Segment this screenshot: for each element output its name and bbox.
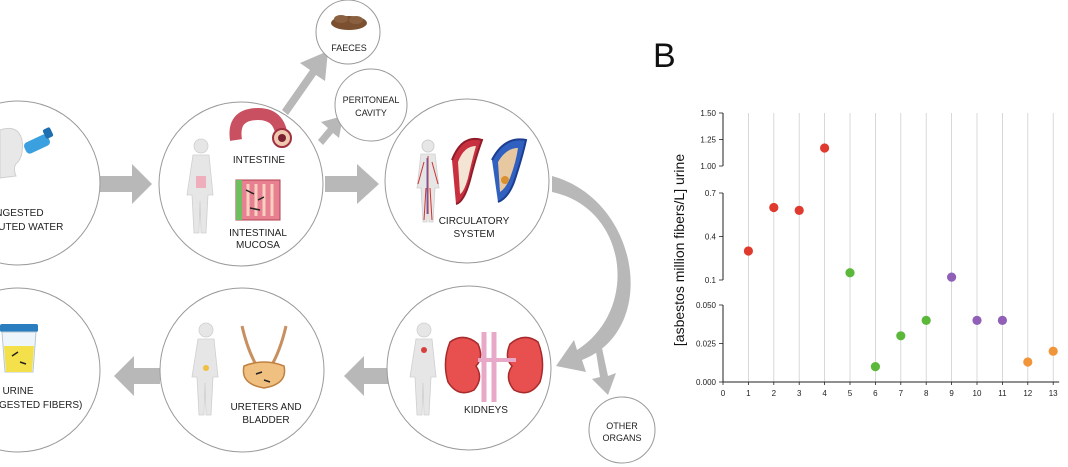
y-tick-label: 0.025 bbox=[696, 340, 717, 349]
data-point bbox=[820, 143, 830, 153]
x-tick-label: 0 bbox=[721, 389, 726, 398]
arrow-circulatory-to-kidneys bbox=[552, 176, 631, 372]
y-tick-label: 1.50 bbox=[700, 109, 716, 118]
x-tick-label: 11 bbox=[998, 389, 1007, 398]
data-point bbox=[947, 272, 957, 282]
x-tick-label: 3 bbox=[797, 389, 802, 398]
arrow-ureters-to-urine bbox=[114, 356, 160, 396]
y-tick-label: 1.25 bbox=[700, 136, 716, 145]
chart-axes bbox=[719, 112, 1060, 385]
arrow-intestine-to-peritoneal bbox=[318, 116, 343, 145]
human-body-icon bbox=[409, 322, 437, 416]
data-point bbox=[845, 268, 855, 278]
node-other-organs-circle bbox=[588, 396, 656, 464]
data-point bbox=[794, 205, 804, 215]
kidneys-label: KIDNEYS bbox=[464, 405, 508, 416]
arrow-ingested-to-intestine bbox=[100, 164, 152, 204]
chart-gridlines bbox=[748, 113, 1054, 382]
other-organs-label-line1: OTHER bbox=[606, 421, 638, 431]
circulatory-label-line1: CIRCULATORY bbox=[439, 216, 510, 227]
arrow-kidneys-to-ureters bbox=[344, 356, 388, 396]
faeces-label: FAECES bbox=[331, 43, 367, 53]
flow-arrows bbox=[100, 51, 631, 396]
arrow-intestine-to-circulatory bbox=[325, 164, 379, 204]
x-tick-label: 9 bbox=[949, 389, 954, 398]
peritoneal-label-line2: CAVITY bbox=[355, 108, 387, 118]
ureters-label-line1: URETERS AND bbox=[230, 402, 301, 413]
y-tick-label: 0.050 bbox=[696, 301, 717, 310]
x-tick-label: 1 bbox=[746, 389, 751, 398]
bladder-icon bbox=[240, 325, 288, 389]
data-point bbox=[769, 202, 779, 213]
urine-label-line1: URINE bbox=[2, 386, 33, 397]
data-point bbox=[997, 315, 1008, 325]
intestinal-mucosa-icon bbox=[235, 179, 281, 221]
x-tick-label: 4 bbox=[822, 389, 827, 398]
x-tick-label: 13 bbox=[1049, 389, 1058, 398]
peritoneal-label-line1: PERITONEAL bbox=[343, 95, 400, 105]
data-point bbox=[972, 315, 982, 325]
blood-vessel-icon bbox=[451, 138, 528, 205]
intestine-icon bbox=[229, 107, 292, 148]
x-tick-label: 8 bbox=[924, 389, 929, 398]
arrow-to-other-organs bbox=[592, 348, 616, 395]
intestinal-mucosa-label-line1: INTESTINAL bbox=[229, 228, 287, 239]
x-tick-label: 6 bbox=[873, 389, 878, 398]
flow-diagram: INGESTED POLLUTED WATER INTESTINE INTEST… bbox=[0, 0, 656, 464]
drinking-person-icon bbox=[0, 127, 54, 179]
human-body-icon bbox=[191, 322, 219, 416]
x-tick-label: 7 bbox=[899, 389, 904, 398]
data-point bbox=[1048, 346, 1058, 356]
data-point bbox=[743, 246, 754, 256]
node-ureters-circle bbox=[159, 287, 325, 453]
data-point bbox=[896, 331, 906, 341]
y-axis-label: [asbestos million fibers/L] urine bbox=[671, 154, 687, 346]
kidney-icon bbox=[444, 332, 544, 402]
data-point bbox=[921, 315, 931, 325]
x-tick-label: 10 bbox=[973, 389, 982, 398]
x-tick-label: 2 bbox=[772, 389, 777, 398]
y-tick-label: 1.00 bbox=[700, 162, 716, 171]
x-tick-label: 12 bbox=[1023, 389, 1032, 398]
y-tick-label: 0.1 bbox=[705, 276, 717, 285]
ingested-label-line2: POLLUTED WATER bbox=[0, 222, 63, 233]
y-tick-label: 0.000 bbox=[696, 378, 717, 387]
urine-cup-icon bbox=[0, 324, 38, 373]
ureters-label-line2: BLADDER bbox=[242, 415, 289, 426]
y-tick-label: 0.7 bbox=[705, 189, 717, 198]
node-ingested-circle bbox=[0, 100, 101, 266]
panel-label: B bbox=[653, 37, 676, 75]
intestinal-mucosa-label-line2: MUCOSA bbox=[236, 240, 280, 251]
intestine-label: INTESTINE bbox=[233, 155, 286, 166]
faeces-icon bbox=[331, 15, 367, 30]
node-faeces-circle bbox=[315, 0, 381, 65]
other-organs-label-line2: ORGANS bbox=[602, 433, 641, 443]
circulatory-label-line2: SYSTEM bbox=[453, 229, 494, 240]
chart-points bbox=[743, 143, 1058, 372]
data-point bbox=[1023, 357, 1033, 367]
arrow-intestine-to-faeces bbox=[282, 51, 328, 115]
urine-label-line2: (INGESTED FIBERS) bbox=[0, 400, 82, 411]
y-tick-label: 0.4 bbox=[705, 233, 717, 242]
ingested-label-line1: INGESTED bbox=[0, 208, 44, 219]
circulatory-system-icon bbox=[416, 139, 440, 223]
human-body-icon bbox=[186, 138, 214, 234]
data-point bbox=[870, 362, 881, 372]
node-peritoneal-circle bbox=[334, 68, 408, 142]
x-tick-label: 5 bbox=[848, 389, 853, 398]
